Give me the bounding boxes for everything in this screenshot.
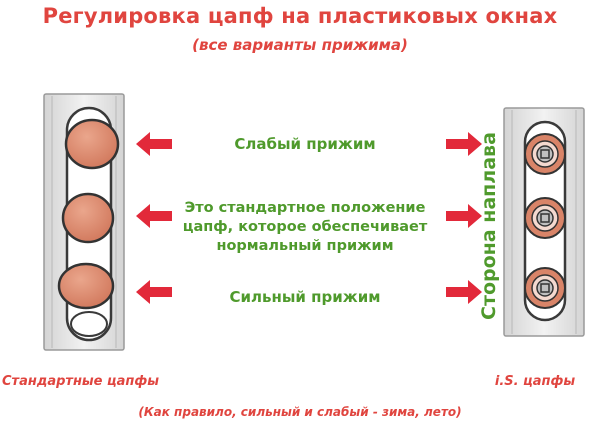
- page-title: Регулировка цапф на пластиковых окнах: [42, 4, 558, 28]
- slot-end-ring: [70, 311, 108, 337]
- oval-pin-icon: [57, 262, 115, 310]
- round-eccentric-pin-icon: [524, 267, 566, 309]
- red-arrow-icon: [446, 280, 482, 304]
- red-arrow-icon: [446, 132, 482, 156]
- is-pin-rail: [503, 107, 585, 337]
- standard-pins-caption: Стандартные цапфы: [2, 374, 160, 389]
- standard-label-line: Это стандартное положение: [184, 200, 426, 216]
- red-arrow-icon: [136, 132, 172, 156]
- weak-pressure-label: Слабый прижим: [234, 135, 376, 153]
- standard-pin-rail: [43, 93, 125, 351]
- right-arrow-group: [446, 132, 482, 304]
- strong-pressure-label: Сильный прижим: [229, 288, 381, 306]
- red-arrow-icon: [136, 204, 172, 228]
- round-eccentric-pin-icon: [524, 197, 566, 239]
- standard-label-line: цапф, которое обеспечивает: [182, 219, 428, 235]
- overlap-side-label: Сторона наплава: [478, 132, 500, 320]
- red-arrow-icon: [446, 204, 482, 228]
- round-eccentric-pin-icon: [524, 133, 566, 175]
- left-arrow-group: [136, 132, 172, 304]
- page-subtitle: (все варианты прижима): [192, 36, 408, 54]
- oval-pin-icon: [64, 118, 120, 170]
- standard-pressure-label: Это стандартное положение цапф, которое …: [150, 199, 460, 256]
- oval-pin-icon: [61, 192, 115, 244]
- standard-label-line: нормальный прижим: [216, 238, 394, 254]
- is-pins-caption: i.S. цапфы: [494, 374, 576, 389]
- season-note: (Как правило, сильный и слабый - зима, л…: [138, 405, 462, 419]
- red-arrow-icon: [136, 280, 172, 304]
